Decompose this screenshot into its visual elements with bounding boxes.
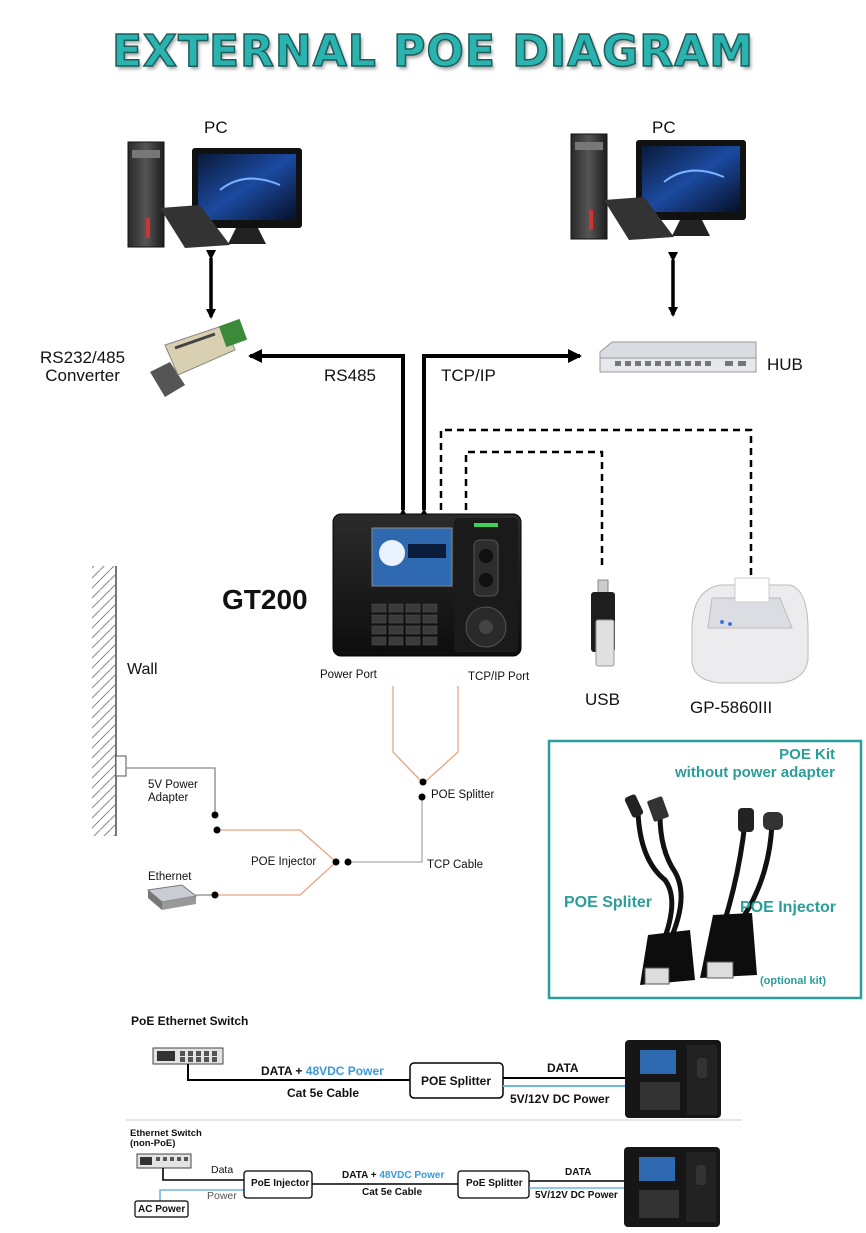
device-name: GT200 [222,584,308,615]
ethernet-box-icon [146,884,198,910]
usb-icon [591,579,615,667]
diagram1-cable: Cat 5e Cable [287,1086,360,1100]
diagram2-cable: Cat 5e Cable [362,1187,423,1198]
diagram2-dc: 5V/12V DC Power [535,1190,618,1201]
printer-icon [691,577,809,684]
pc-left-icon [127,141,302,248]
kit-title-1: POE Kit [779,746,835,763]
gt200-device-icon [332,513,522,657]
usb-label: USB [585,690,620,709]
diagram1-power: 48VDC Power [305,1064,384,1078]
diagram1-data-power: DATA + 48VDC Power [261,1064,384,1078]
kit-spliter-label: POE Spliter [564,894,653,911]
pc-left-label: PC [204,118,228,137]
kit-title-2: without power adapter [674,764,835,781]
tcpip-port-label: TCP/IP Port [468,671,530,683]
adapter-label: 5V Power Adapter [148,779,198,804]
diagram1-data-plus: DATA + [261,1064,306,1078]
gt200-device-small-icon [625,1040,721,1118]
wall-icon [92,566,127,836]
converter-icon [150,318,248,397]
diagram1-data: DATA [547,1061,579,1075]
diagram1-splitter: POE Splitter [421,1074,492,1088]
diagram-title: EXTERNAL POE DIAGRAM [111,25,754,78]
diagram2-ac-power: AC Power [138,1204,186,1215]
diagram2-data-plus: DATA + [342,1170,380,1181]
diagram2-data-label: Data [211,1164,234,1176]
power-port-label: Power Port [320,669,377,681]
poe-switch-heading: PoE Ethernet Switch [131,1014,249,1028]
kit-note: (optional kit) [760,975,826,987]
poe-injector-label: POE Injector [251,856,317,868]
non-poe-switch-diagram [134,1147,720,1227]
printer-label: GP-5860III [690,698,773,717]
hub-label: HUB [767,355,803,374]
diagram2-injector: PoE Injector [251,1178,310,1189]
diagram1-dc: 5V/12V DC Power [510,1092,610,1106]
diagram2-splitter: PoE Splitter [466,1178,523,1189]
poe-injector-cable-icon [700,808,783,979]
nonpoe-switch-heading: Ethernet Switch (non-PoE) [130,1128,202,1149]
kit-injector-label: POE Injector [740,899,837,916]
gt200-device-small-icon-2 [624,1147,720,1227]
diagram2-power: 48VDC Power [379,1170,445,1181]
pc-right-label: PC [652,118,676,137]
rs485-label: RS485 [324,366,376,385]
diagram2-data-power: DATA + 48VDC Power [342,1170,444,1181]
poe-splitter-cable-icon [624,794,695,985]
ethernet-switch-icon [136,1153,192,1169]
converter-label: RS232/485 Converter [40,348,126,385]
wall-label: Wall [127,661,158,678]
poe-ethernet-switch-icon [152,1047,224,1065]
poe-splitter-label: POE Splitter [431,789,495,801]
poe-kit-panel [547,739,863,1000]
tcpip-label: TCP/IP [441,366,496,385]
ethernet-label: Ethernet [148,871,192,883]
tcp-cable-label: TCP Cable [427,859,484,871]
hub-icon [599,341,757,373]
diagram2-data: DATA [565,1167,592,1178]
connector-dots [211,778,427,899]
diagram2-power-label: Power [207,1190,237,1202]
pc-right-icon [570,133,746,240]
poe-switch-diagram [152,1040,721,1118]
